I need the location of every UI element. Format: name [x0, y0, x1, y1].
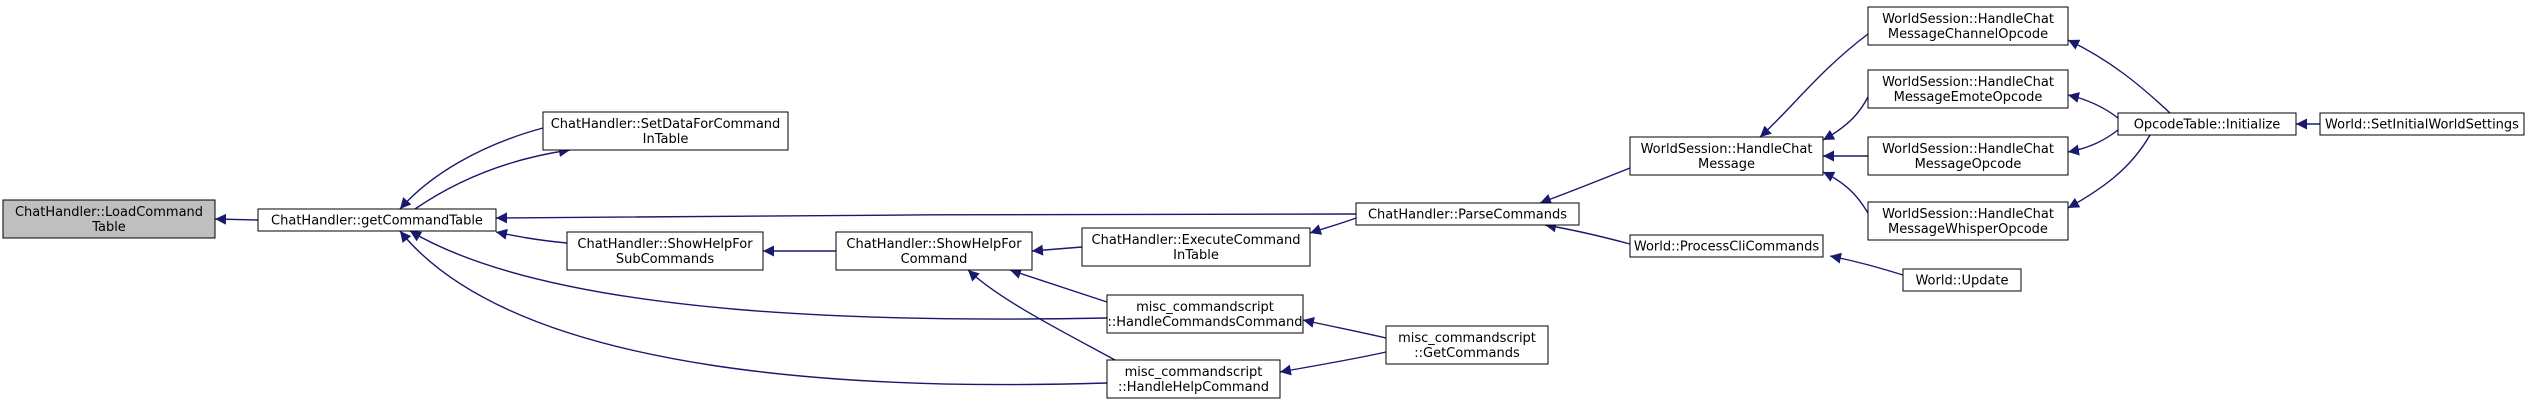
- node-label: ChatHandler::LoadCommand: [15, 205, 203, 220]
- node-label: MessageWhisperOpcode: [1888, 222, 2048, 237]
- edge-n11-to-n9: [1544, 221, 1631, 245]
- node-label: Message: [1698, 157, 1755, 172]
- edge-n8-to-n6: [1302, 317, 1387, 339]
- edge-n14-to-n10: [1822, 96, 1869, 141]
- node-n6[interactable]: misc_commandscript::HandleCommandsComman…: [1106, 294, 1304, 334]
- edge-n1-to-n0: [214, 213, 259, 225]
- node-box: [1081, 227, 1311, 267]
- node-box: [257, 208, 497, 232]
- node-box: [2319, 112, 2525, 136]
- node-box: [1902, 268, 2022, 292]
- node-label: InTable: [643, 132, 689, 147]
- node-label: InTable: [1173, 248, 1219, 263]
- edge-n8-to-n7: [1279, 351, 1387, 376]
- edge-n6-to-n4: [1009, 268, 1108, 303]
- edge-n7-to-n4: [967, 269, 1116, 361]
- node-label: ChatHandler::ExecuteCommand: [1092, 233, 1301, 248]
- node-box: [1355, 202, 1580, 226]
- node-n7[interactable]: misc_commandscript::HandleHelpCommand: [1106, 359, 1281, 399]
- node-label: WorldSession::HandleChat: [1641, 142, 1813, 157]
- node-box: [835, 231, 1033, 271]
- node-box: [1385, 325, 1549, 365]
- node-box: [1629, 234, 1824, 258]
- node-label: Table: [91, 220, 126, 235]
- node-n9[interactable]: ChatHandler::ParseCommands: [1355, 202, 1580, 226]
- edge-n10-to-n9: [1539, 167, 1631, 205]
- node-label: misc_commandscript: [1398, 331, 1536, 346]
- node-box: [1106, 359, 1281, 399]
- node-label: WorldSession::HandleChat: [1882, 75, 2054, 90]
- node-label: ChatHandler::SetDataForCommand: [551, 117, 781, 132]
- edge-n17-to-n13: [2067, 39, 2171, 114]
- edge-n7-to-n1: [399, 230, 1108, 386]
- edge-n3-to-n1: [495, 228, 568, 244]
- node-label: SubCommands: [616, 252, 715, 267]
- edge-n16-to-n10: [1822, 171, 1869, 214]
- node-label: World::Update: [1915, 274, 2008, 289]
- edge-n9-to-n1: [495, 212, 1357, 224]
- focus-node-box: [2, 199, 216, 239]
- node-label: WorldSession::HandleChat: [1882, 12, 2054, 27]
- node-box: [2117, 112, 2297, 136]
- node-n8[interactable]: misc_commandscript::GetCommands: [1385, 325, 1549, 365]
- node-box: [1867, 6, 2069, 46]
- node-box: [566, 231, 764, 271]
- edge-n5-to-n4: [1031, 244, 1083, 256]
- node-label: WorldSession::HandleChat: [1882, 207, 2054, 222]
- edge-n12-to-n11: [1829, 252, 1904, 276]
- node-label: WorldSession::HandleChat: [1882, 142, 2054, 157]
- edge-n2-to-n1: [399, 127, 544, 210]
- edge-n9-to-n5: [1309, 217, 1357, 235]
- node-label: MessageOpcode: [1915, 157, 2022, 172]
- edge-n17-to-n16: [2067, 134, 2151, 209]
- node-label: MessageChannelOpcode: [1888, 27, 2048, 42]
- node-n17[interactable]: OpcodeTable::Initialize: [2117, 112, 2297, 136]
- node-box: [1629, 136, 1824, 176]
- edge-n17-to-n15: [2067, 129, 2119, 156]
- edge-n1-to-n2: [414, 146, 571, 210]
- node-label: ChatHandler::ParseCommands: [1368, 208, 1567, 223]
- edge-n6-to-n1: [409, 230, 1108, 320]
- node-label: ::HandleHelpCommand: [1118, 380, 1269, 395]
- node-box: [1867, 136, 2069, 176]
- node-label: ::GetCommands: [1414, 346, 1520, 361]
- node-n16[interactable]: WorldSession::HandleChatMessageWhisperOp…: [1867, 201, 2069, 241]
- edge-n17-to-n14: [2067, 92, 2119, 119]
- node-n14[interactable]: WorldSession::HandleChatMessageEmoteOpco…: [1867, 69, 2069, 109]
- node-n13[interactable]: WorldSession::HandleChatMessageChannelOp…: [1867, 6, 2069, 46]
- node-n12[interactable]: World::Update: [1902, 268, 2022, 292]
- node-box: [542, 111, 789, 151]
- node-label: Command: [901, 252, 968, 267]
- node-label: ChatHandler::ShowHelpFor: [846, 237, 1022, 252]
- edge-n13-to-n10: [1759, 33, 1869, 138]
- node-label: OpcodeTable::Initialize: [2134, 118, 2281, 133]
- edges-layer: [214, 33, 2320, 386]
- node-n11[interactable]: World::ProcessCliCommands: [1629, 234, 1824, 258]
- node-label: World::SetInitialWorldSettings: [2325, 118, 2519, 133]
- node-label: misc_commandscript: [1125, 365, 1263, 380]
- node-box: [1106, 294, 1304, 334]
- node-label: ::HandleCommandsCommand: [1107, 315, 1302, 330]
- node-n1[interactable]: ChatHandler::getCommandTable: [257, 208, 497, 232]
- node-label: ChatHandler::getCommandTable: [271, 214, 483, 229]
- node-label: MessageEmoteOpcode: [1894, 90, 2043, 105]
- node-box: [1867, 201, 2069, 241]
- node-n18[interactable]: World::SetInitialWorldSettings: [2319, 112, 2525, 136]
- node-label: World::ProcessCliCommands: [1634, 240, 1819, 255]
- node-box: [1867, 69, 2069, 109]
- node-label: ChatHandler::ShowHelpFor: [577, 237, 753, 252]
- node-label: misc_commandscript: [1136, 300, 1274, 315]
